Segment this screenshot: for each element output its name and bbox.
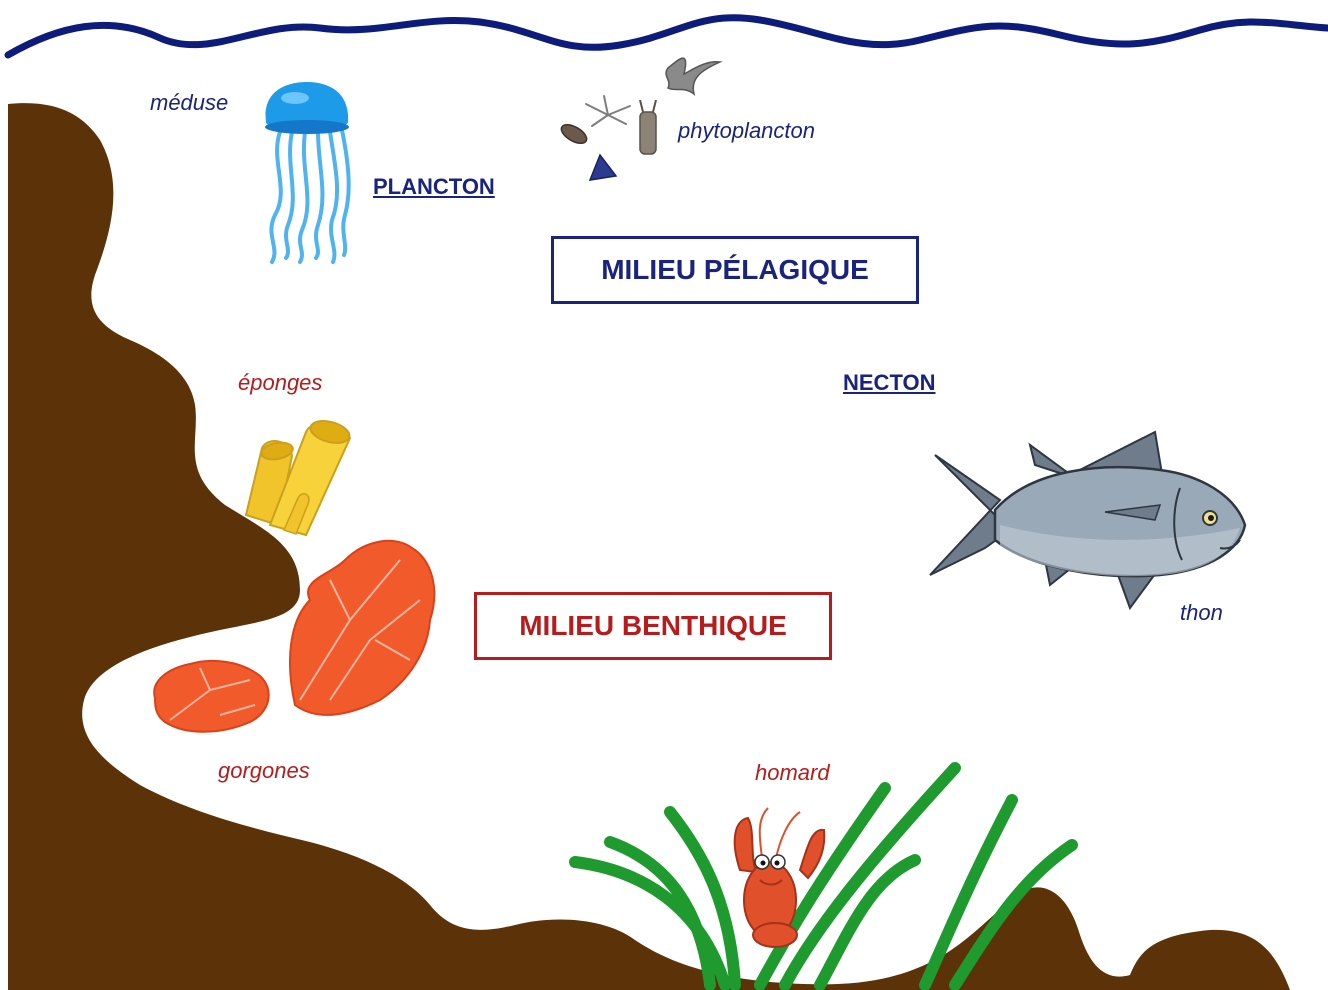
lobster-illustration	[735, 808, 825, 947]
label-sponges: éponges	[238, 370, 322, 396]
tuna-illustration	[930, 432, 1245, 608]
heading-plankton: PLANCTON	[373, 174, 495, 200]
label-tuna: thon	[1180, 600, 1223, 626]
label-lobster: homard	[755, 760, 830, 786]
pelagic-zone-box: MILIEU PÉLAGIQUE	[551, 236, 919, 304]
label-gorgonians: gorgones	[218, 758, 310, 784]
heading-nekton: NECTON	[843, 370, 936, 396]
label-jellyfish: méduse	[150, 90, 228, 116]
sponges-illustration	[246, 417, 352, 535]
benthic-zone-box: MILIEU BENTHIQUE	[474, 592, 832, 660]
jellyfish-illustration	[265, 82, 349, 262]
sea-surface-wave	[8, 18, 1328, 55]
label-phytoplankton: phytoplancton	[678, 118, 815, 144]
